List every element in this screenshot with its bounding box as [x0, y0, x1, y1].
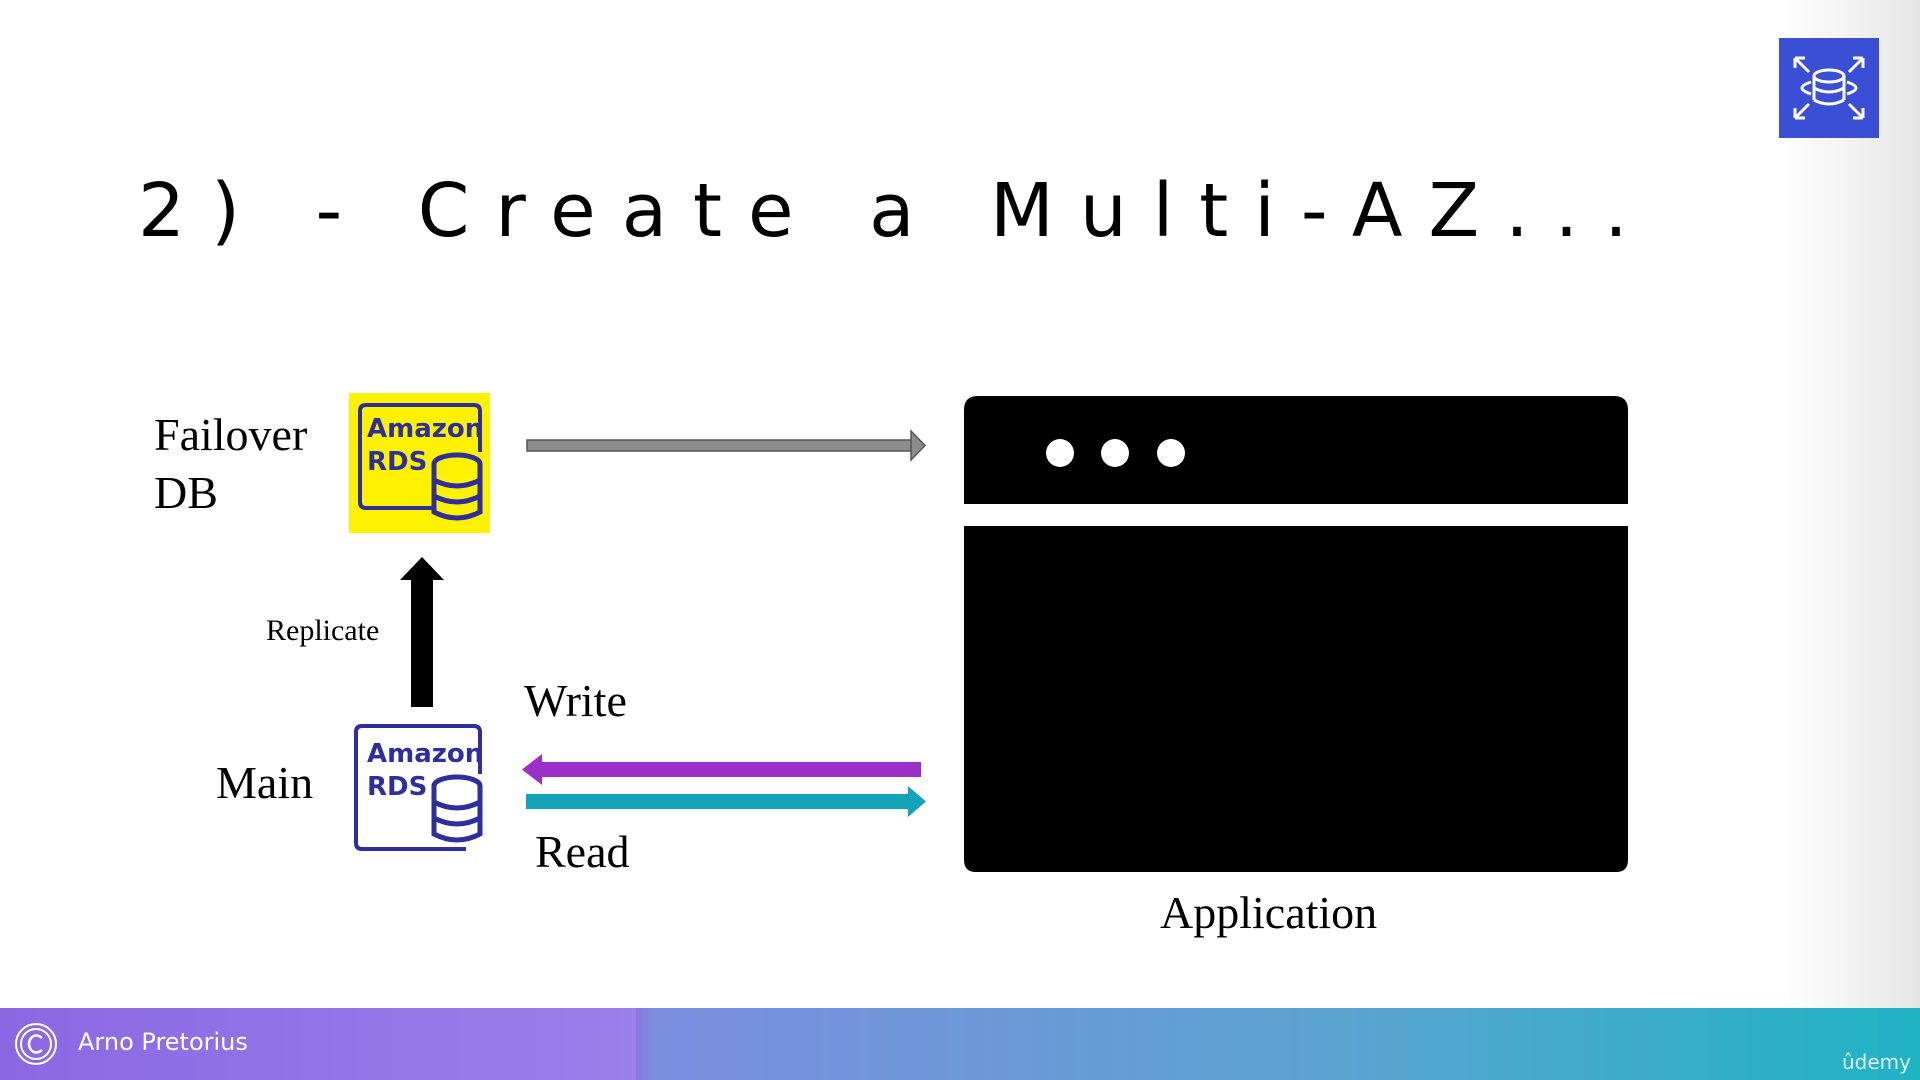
footer-bar: Arno Pretorius ûdemy [0, 1008, 1920, 1080]
author-name: Arno Pretorius [78, 1028, 248, 1056]
replicate-label: Replicate [266, 614, 380, 647]
failover-db-label: Failover DB [154, 406, 307, 522]
read-arrow [526, 786, 926, 817]
main-rds-text-1: Amazon [367, 739, 483, 769]
main-db-label: Main [216, 757, 314, 808]
main-rds-icon: Amazon RDS [354, 724, 483, 851]
copyright-icon [15, 1023, 57, 1065]
failover-rds-icon: Amazon RDS [349, 393, 490, 533]
application-window-icon [964, 396, 1628, 872]
failover-rds-text-1: Amazon [367, 414, 483, 444]
failover-label-line1: Failover [154, 409, 308, 460]
application-label: Application [1160, 887, 1378, 938]
diagram-canvas: Amazon RDS Amazon RDS [349, 393, 1628, 872]
window-dot-2 [1101, 439, 1129, 467]
udemy-logo: ûdemy [1842, 1050, 1911, 1074]
window-dot-3 [1157, 439, 1185, 467]
write-label: Write [524, 675, 627, 726]
failover-rds-text-2: RDS [367, 447, 427, 477]
failover-label-line2: DB [154, 467, 218, 518]
slide-title: 2) - Create a Multi-AZ... [138, 168, 1654, 254]
main-rds-text-2: RDS [367, 772, 427, 802]
replicate-arrow [400, 557, 444, 707]
failover-arrow [526, 429, 927, 462]
rds-database-icon [1779, 38, 1879, 138]
slide-edge-shadow [1780, 0, 1920, 1008]
footer-author-section [0, 1008, 636, 1080]
read-label: Read [535, 826, 630, 877]
window-dot-1 [1046, 439, 1074, 467]
write-arrow [522, 754, 921, 785]
